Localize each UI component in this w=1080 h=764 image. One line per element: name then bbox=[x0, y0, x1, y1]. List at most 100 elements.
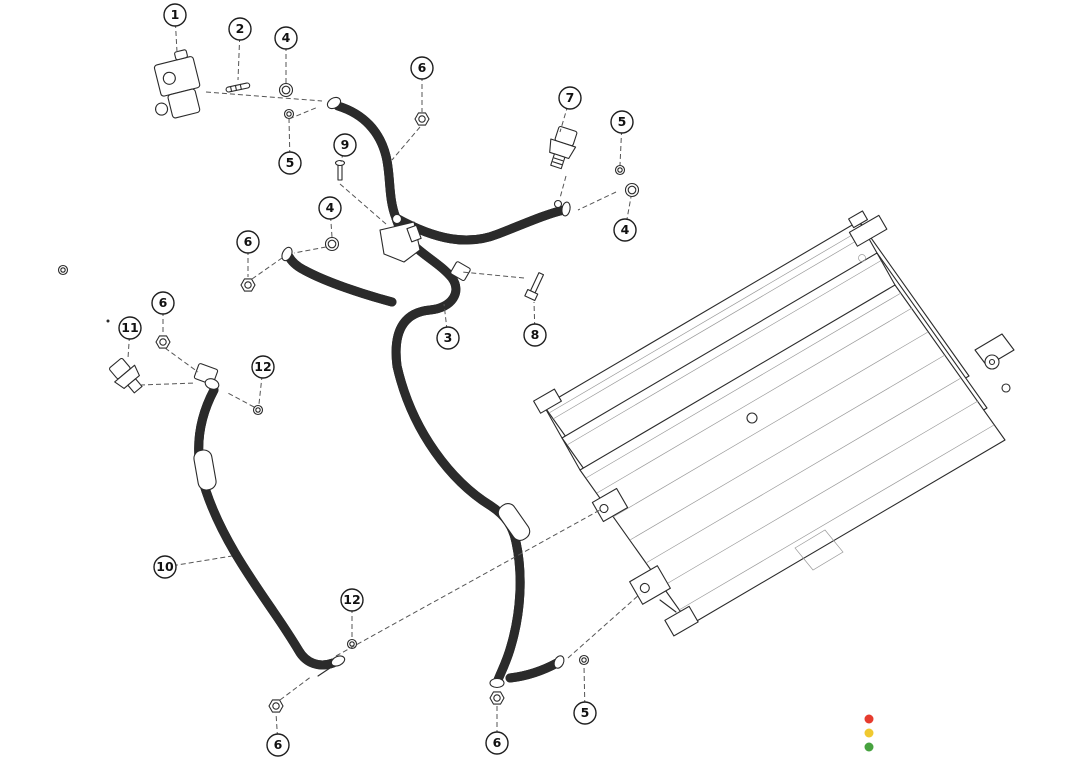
flange-bottom-right bbox=[553, 655, 565, 669]
service-valve bbox=[406, 224, 422, 243]
callout-4b[interactable]: 4 bbox=[613, 218, 637, 242]
callout-5c[interactable]: 5 bbox=[573, 701, 597, 725]
callout-label-1: 1 bbox=[171, 7, 180, 22]
condenser-left-tab bbox=[533, 388, 562, 414]
flange-left bbox=[281, 246, 293, 262]
callout-10[interactable]: 10 bbox=[153, 555, 177, 579]
leader-line-5b bbox=[619, 121, 623, 166]
loose-oring bbox=[57, 264, 69, 276]
callout-label-2: 2 bbox=[236, 21, 245, 36]
callout-5a[interactable]: 5 bbox=[278, 151, 302, 175]
hose-top-fitting bbox=[193, 363, 220, 390]
leader-line-6d bbox=[275, 712, 279, 746]
part-5-ring bbox=[614, 164, 626, 176]
leader-line-7 bbox=[559, 97, 571, 133]
condenser-fitting-lower bbox=[629, 565, 671, 605]
callout-label-6b: 6 bbox=[244, 234, 253, 249]
callout-label-8: 8 bbox=[531, 327, 540, 342]
callout-6a[interactable]: 6 bbox=[410, 56, 434, 80]
callout-label-6a: 6 bbox=[418, 60, 427, 75]
callout-11[interactable]: 11 bbox=[118, 316, 142, 340]
leader-line-12a bbox=[258, 366, 264, 405]
flange-right bbox=[561, 201, 571, 217]
pipe-junction bbox=[391, 213, 403, 225]
part-4-oring bbox=[278, 82, 294, 98]
part-1-valve bbox=[153, 49, 201, 119]
callout-5b[interactable]: 5 bbox=[610, 110, 634, 134]
pipe-clamp bbox=[450, 261, 471, 282]
part-6-nut bbox=[155, 335, 171, 349]
status-dot-red bbox=[864, 714, 874, 724]
callout-2[interactable]: 2 bbox=[228, 17, 252, 41]
hose-assembly-10 bbox=[193, 363, 346, 677]
pipe-assembly-3 bbox=[281, 96, 571, 689]
callout-label-10: 10 bbox=[156, 559, 174, 574]
callout-12b[interactable]: 12 bbox=[340, 588, 364, 612]
leader-line-11 bbox=[127, 327, 131, 359]
callout-label-3: 3 bbox=[444, 330, 453, 345]
part-11-sensor bbox=[109, 357, 143, 394]
leader-line-3 bbox=[443, 303, 449, 339]
hose-end-flange bbox=[317, 655, 346, 677]
part-6-nut bbox=[489, 691, 505, 705]
condenser-face-hole bbox=[746, 412, 758, 424]
condenser-right-bracket bbox=[974, 333, 1015, 393]
callout-label-4c: 4 bbox=[326, 200, 335, 215]
part-6-nut bbox=[240, 278, 256, 292]
callout-6d[interactable]: 6 bbox=[266, 733, 290, 757]
callout-label-7: 7 bbox=[566, 90, 575, 105]
condenser-top-hole bbox=[858, 254, 866, 262]
part-12-ring bbox=[252, 404, 264, 416]
condenser-bottom-bracket bbox=[664, 605, 699, 637]
status-indicator bbox=[864, 714, 874, 752]
callout-label-5c: 5 bbox=[581, 705, 590, 720]
part-4-oring bbox=[624, 182, 640, 198]
callout-label-4b: 4 bbox=[621, 222, 630, 237]
part-11-pin bbox=[106, 319, 110, 323]
part-6-nut bbox=[414, 112, 430, 126]
condenser-fitting-upper bbox=[591, 487, 629, 523]
hose-crimp bbox=[193, 449, 217, 491]
part-5-ring bbox=[283, 108, 295, 120]
callout-label-12a: 12 bbox=[254, 359, 271, 374]
callout-label-12b: 12 bbox=[343, 592, 360, 607]
leader-line-5a bbox=[288, 118, 291, 164]
callout-6b[interactable]: 6 bbox=[236, 230, 260, 254]
callout-label-11: 11 bbox=[121, 320, 138, 335]
condenser-top-bracket bbox=[848, 210, 888, 247]
callout-7[interactable]: 7 bbox=[558, 86, 582, 110]
callout-8[interactable]: 8 bbox=[523, 323, 547, 347]
callout-3[interactable]: 3 bbox=[436, 326, 460, 350]
leader-line-8 bbox=[533, 301, 536, 336]
callout-6c[interactable]: 6 bbox=[151, 291, 175, 315]
part-7-sensor bbox=[549, 125, 578, 170]
callout-9[interactable]: 9 bbox=[333, 133, 357, 157]
part-9-screw bbox=[334, 159, 346, 181]
sensor-port bbox=[553, 199, 563, 209]
assembly-axes bbox=[139, 91, 641, 701]
callout-4c[interactable]: 4 bbox=[318, 196, 342, 220]
callout-label-5a: 5 bbox=[286, 155, 295, 170]
leader-line-4b bbox=[624, 196, 632, 231]
status-dot-green bbox=[864, 742, 874, 752]
callout-label-5b: 5 bbox=[618, 114, 627, 129]
callout-4a[interactable]: 4 bbox=[274, 26, 298, 50]
condenser-assembly bbox=[533, 210, 1015, 637]
callout-1[interactable]: 1 bbox=[163, 3, 187, 27]
flange-bottom-center bbox=[489, 677, 505, 689]
part-4-oring bbox=[324, 236, 340, 252]
part-8-bolt bbox=[524, 272, 545, 302]
callout-label-6c: 6 bbox=[159, 295, 168, 310]
leader-line-1 bbox=[174, 14, 178, 53]
status-dot-yellow bbox=[864, 728, 874, 738]
callout-label-6d: 6 bbox=[274, 737, 283, 752]
callout-label-4a: 4 bbox=[282, 30, 291, 45]
callout-label-9: 9 bbox=[341, 137, 350, 152]
callout-label-6e: 6 bbox=[493, 735, 502, 750]
callout-6e[interactable]: 6 bbox=[485, 731, 509, 755]
part-2-stud bbox=[225, 82, 251, 93]
callout-12a[interactable]: 12 bbox=[251, 355, 275, 379]
condenser-shroud-notch bbox=[794, 529, 844, 571]
